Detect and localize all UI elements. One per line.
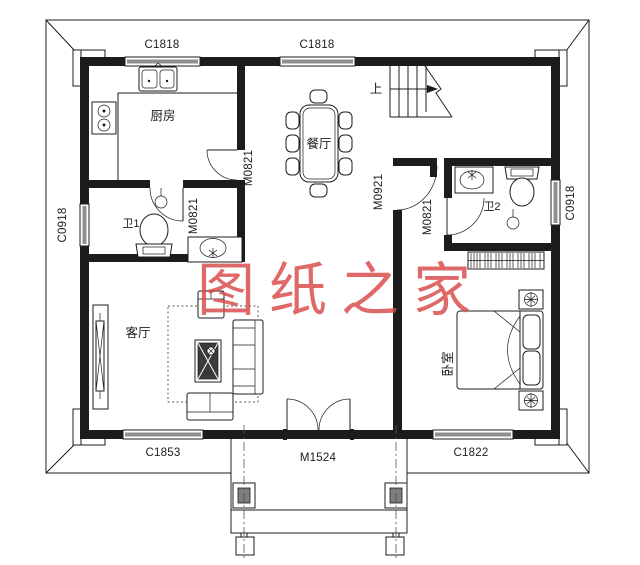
pillow-icon (522, 314, 541, 350)
door-bathroom-2: M0821 (422, 197, 485, 236)
room-label-bathroom-1: 卫1 (122, 218, 139, 230)
room-label-kitchen: 厨房 (150, 108, 175, 123)
column-base (235, 536, 255, 556)
windows: C1818 C1818 C0918 C0918 C1853 C1822 (57, 39, 577, 459)
stair-direction-arrow (390, 85, 438, 93)
window-label: C1818 (145, 39, 180, 51)
door-label: M0821 (188, 198, 200, 234)
nightstand-icon (518, 289, 544, 310)
hall-washbasin-icon (187, 236, 243, 263)
roof-outline (45, 19, 590, 474)
washbasin-icon (454, 166, 494, 194)
door-label: M1524 (300, 452, 337, 464)
door-arc (446, 197, 485, 236)
exterior-wall-bottom (80, 430, 560, 439)
loveseat-icon (186, 392, 234, 421)
sofa-icon (232, 319, 264, 395)
porch (230, 425, 408, 559)
pillow-icon (522, 350, 541, 386)
bathroom-1-fixtures (135, 188, 173, 258)
column-base (385, 536, 405, 556)
room-label-bedroom: 卧室 (440, 351, 455, 376)
wardrobe-hangers (470, 253, 541, 268)
bedroom-furniture: 卧室 (440, 289, 544, 411)
window-label: C0918 (565, 186, 577, 221)
stove-icon (91, 101, 117, 135)
exterior-wall-right (551, 57, 560, 439)
roof-corner-diagonal (45, 441, 78, 474)
armchair-icon (197, 290, 225, 319)
roof-corner-diagonal (45, 19, 76, 52)
door-entrance-double: M1524 (283, 398, 354, 464)
staircase: 上 (370, 65, 453, 118)
tv-icon (95, 313, 105, 399)
kitchen-fixtures (91, 62, 237, 180)
floor-drain-icon (506, 209, 520, 230)
room-label-bathroom-2: 卫2 (483, 201, 500, 213)
window-c1818-2: C1818 (279, 39, 356, 67)
roof-corner-diagonal (565, 19, 590, 52)
kitchen-counter (117, 92, 237, 180)
doors: M0821 M0821 M0921 M0821 M1524 (149, 149, 485, 464)
window-label: C1853 (146, 447, 181, 459)
coffee-table-icon (194, 339, 222, 383)
door-arc (318, 398, 351, 431)
window-c0918-left: C0918 (57, 203, 90, 247)
door-label: M0821 (422, 199, 434, 235)
kitchen-sink-icon (138, 62, 178, 92)
door-arc (286, 398, 319, 431)
living-room-furniture: 客厅 (92, 290, 264, 421)
window-c1822: C1822 (432, 429, 514, 459)
interior-walls (89, 66, 551, 430)
window-label: C1822 (454, 447, 489, 459)
room-label-dining: 餐厅 (306, 136, 331, 151)
door-label: M0821 (243, 150, 255, 186)
window-label: C0918 (57, 208, 69, 243)
door-bedroom: M0921 (373, 165, 438, 211)
nightstand-icon (518, 390, 544, 411)
corner-posts (72, 49, 568, 446)
dining-table-icon (299, 104, 339, 183)
door-arc (206, 149, 238, 181)
window-c0918-right: C0918 (550, 179, 577, 226)
watermark-text: 图纸之家 (197, 256, 485, 324)
dining-chair-icon (285, 89, 353, 198)
room-label-living: 客厅 (125, 325, 150, 340)
floor-drain-icon (154, 188, 168, 209)
stair-up-label: 上 (370, 81, 383, 96)
door-label: M0921 (373, 174, 385, 210)
bed-icon (456, 310, 544, 390)
tv-cabinet (92, 304, 109, 410)
door-arc (396, 165, 438, 211)
door-bathroom-1: M0821 (149, 187, 200, 234)
toilet-icon (135, 213, 173, 258)
porch-steps (230, 509, 408, 534)
toilet-icon (504, 166, 540, 207)
exterior-wall-left (80, 57, 89, 439)
stair-break-line (424, 65, 453, 118)
window-label: C1818 (300, 39, 335, 51)
dining-set: 餐厅 (285, 89, 353, 198)
roof-corner-diagonal (565, 441, 590, 474)
wardrobe-icon (467, 251, 545, 270)
bathroom-2-fixtures (454, 166, 540, 230)
door-arc (149, 187, 184, 222)
window-c1818-1: C1818 (124, 39, 201, 67)
door-kitchen: M0821 (206, 149, 255, 186)
window-c1853: C1853 (122, 429, 204, 459)
stair-treads (389, 66, 452, 118)
